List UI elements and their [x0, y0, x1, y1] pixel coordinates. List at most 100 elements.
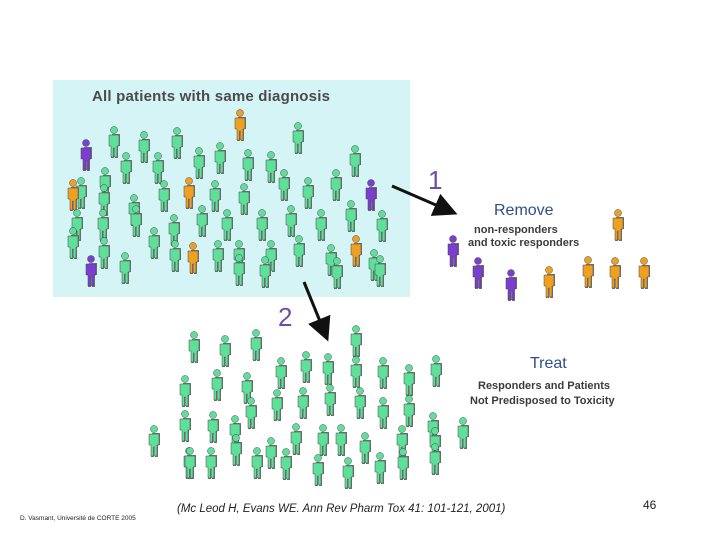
responder-patient-icon [330, 169, 342, 201]
responder-patient-icon [377, 357, 389, 389]
toxic-responder-patient-icon [67, 179, 79, 211]
remove-line-2: and toxic responders [468, 237, 580, 249]
responder-patient-icon [350, 356, 362, 388]
responder-patient-icon [230, 434, 242, 466]
author-credit: D. Vasmant, Université de CORTE 2005 [20, 515, 136, 522]
responder-patient-icon [324, 384, 336, 416]
responder-patient-icon [430, 355, 442, 387]
responder-patient-icon [429, 443, 441, 475]
responder-patient-icon [97, 209, 109, 241]
toxic-responder-patient-icon [638, 257, 650, 289]
toxic-responder-patient-icon [582, 256, 594, 288]
toxic-responder-patient-icon [183, 177, 195, 209]
responder-patient-icon [219, 335, 231, 367]
responder-patient-icon [377, 397, 389, 429]
responder-patient-icon [350, 325, 362, 357]
treat-heading: Treat [530, 355, 567, 372]
patient-icons [67, 109, 650, 489]
responder-patient-icon [300, 351, 312, 383]
responder-patient-icon [403, 364, 415, 396]
non-responder-patient-icon [472, 257, 484, 289]
responder-patient-icon [275, 357, 287, 389]
responder-patient-icon [171, 127, 183, 159]
responder-patient-icon [120, 152, 132, 184]
responder-patient-icon [280, 448, 292, 480]
non-responder-patient-icon [447, 235, 459, 267]
responder-patient-icon [148, 227, 160, 259]
responder-patient-icon [397, 448, 409, 480]
arrow-to-remove [391, 184, 458, 216]
responder-patient-icon [245, 397, 257, 429]
page-number: 46 [643, 498, 657, 512]
responder-patient-icon [98, 237, 110, 269]
responder-patient-icon [376, 210, 388, 242]
responder-patient-icon [259, 256, 271, 288]
responder-patient-icon [293, 235, 305, 267]
responder-patient-icon [158, 180, 170, 212]
responder-patient-icon [265, 437, 277, 469]
responder-patient-icon [331, 257, 343, 289]
responder-patient-icon [315, 209, 327, 241]
toxic-responder-patient-icon [187, 242, 199, 274]
all-patients-panel [53, 80, 410, 297]
responder-patient-icon [148, 425, 160, 457]
responder-patient-icon [317, 424, 329, 456]
responder-patient-icon [168, 214, 180, 246]
responder-patient-icon [214, 142, 226, 174]
remove-line-1: non-responders [474, 224, 558, 236]
responder-patient-icon [290, 423, 302, 455]
responder-patient-icon [292, 122, 304, 154]
responder-patient-icon [278, 169, 290, 201]
arrow-to-treat [302, 281, 331, 342]
responder-patient-icon [345, 200, 357, 232]
responder-patient-icon [188, 331, 200, 363]
non-responder-patient-icon [80, 139, 92, 171]
responder-patient-icon [193, 147, 205, 179]
responder-patient-icon [297, 387, 309, 419]
responder-patient-icon [233, 254, 245, 286]
non-responder-patient-icon [85, 255, 97, 287]
responder-patient-icon [271, 389, 283, 421]
toxic-responder-patient-icon [350, 235, 362, 267]
step-number-2: 2 [278, 302, 293, 332]
responder-patient-icon [342, 457, 354, 489]
responder-patient-icon [196, 205, 208, 237]
responder-patient-icon [205, 447, 217, 479]
responder-patient-icon [250, 329, 262, 361]
responder-patient-icon [354, 387, 366, 419]
responder-patient-icon [335, 424, 347, 456]
responder-patient-icon [179, 375, 191, 407]
non-responder-patient-icon [505, 269, 517, 301]
panel-title: All patients with same diagnosis [92, 88, 331, 105]
toxic-responder-patient-icon [543, 266, 555, 298]
responder-patient-icon [265, 151, 277, 183]
responder-patient-icon [359, 432, 371, 464]
responder-patient-icon [403, 395, 415, 427]
responder-patient-icon [238, 183, 250, 215]
toxic-responder-patient-icon [609, 257, 621, 289]
responder-patient-icon [108, 126, 120, 158]
treat-line-2: Not Predisposed to Toxicity [470, 395, 615, 407]
responder-patient-icon [179, 410, 191, 442]
responder-patient-icon [211, 369, 223, 401]
citation: (Mc Leod H, Evans WE. Ann Rev Pharm Tox … [177, 503, 506, 515]
responder-patient-icon [221, 209, 233, 241]
step-number-1: 1 [428, 165, 443, 195]
responder-patient-icon [374, 452, 386, 484]
responder-patient-icon [349, 145, 361, 177]
responder-patient-icon [138, 131, 150, 163]
toxic-responder-patient-icon [234, 109, 246, 141]
responder-patient-icon [152, 152, 164, 184]
responder-patient-icon [302, 177, 314, 209]
responder-patient-icon [256, 209, 268, 241]
responder-patient-icon [119, 252, 131, 284]
responder-patient-icon [184, 447, 196, 479]
responder-patient-icon [457, 417, 469, 449]
responder-patient-icon [169, 240, 181, 272]
responder-patient-icon [242, 149, 254, 181]
responder-patient-icon [67, 227, 79, 259]
remove-heading: Remove [494, 202, 554, 219]
responder-patient-icon [312, 454, 324, 486]
responder-patient-icon [207, 411, 219, 443]
